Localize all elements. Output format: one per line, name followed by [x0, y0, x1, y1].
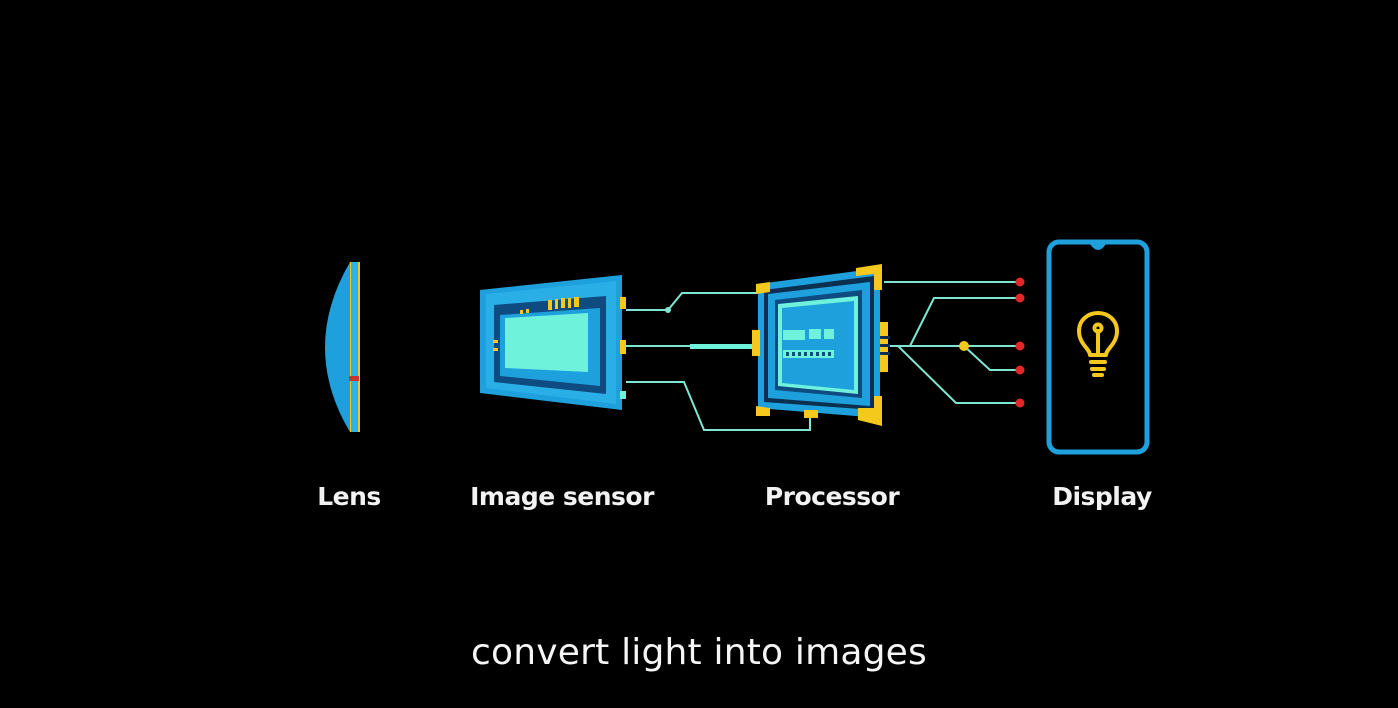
lens-icon [325, 262, 360, 432]
connector-bus [690, 344, 756, 349]
lens-label: Lens [317, 482, 381, 511]
processor-label: Processor [764, 482, 900, 511]
processor-display-connectors [884, 281, 1020, 404]
subtitle-caption: convert light into images [471, 632, 927, 673]
processor-chip-icon [752, 264, 890, 426]
connector-node [665, 307, 671, 313]
image-sensor-label: Image sensor [470, 482, 654, 511]
display-label: Display [1052, 482, 1152, 511]
endpoint-dots [1015, 277, 1025, 408]
lightbulb-icon [1077, 311, 1119, 377]
junction-node [959, 341, 969, 351]
image-sensor-icon [480, 275, 626, 410]
